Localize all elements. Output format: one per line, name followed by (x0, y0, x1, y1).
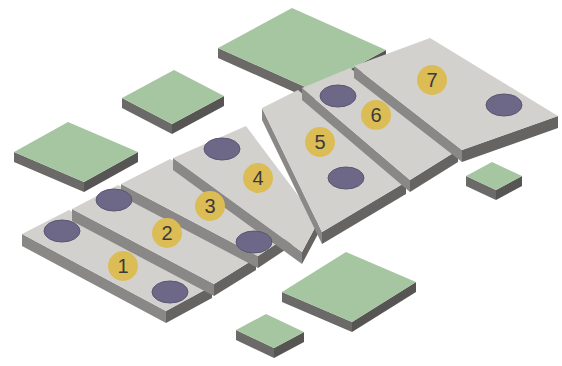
via-oval (236, 231, 272, 253)
via-oval (204, 138, 240, 160)
via-oval (152, 281, 188, 303)
grey-tiles (22, 38, 558, 323)
green-block (466, 162, 522, 190)
callout-number: 4 (243, 163, 273, 193)
callout-number: 5 (305, 127, 335, 157)
green-block (236, 314, 304, 348)
via-oval (320, 85, 356, 107)
tile (354, 38, 558, 150)
callout-number: 3 (195, 191, 225, 221)
green-block (14, 122, 138, 182)
callout-number: 1 (108, 251, 138, 281)
via-oval (328, 167, 364, 189)
via-oval (486, 94, 522, 116)
via-oval (44, 220, 80, 242)
green-block (122, 70, 224, 124)
callout-number: 6 (361, 100, 391, 130)
callout-number: 7 (417, 65, 447, 95)
via-oval (96, 189, 132, 211)
callout-number: 2 (152, 218, 182, 248)
